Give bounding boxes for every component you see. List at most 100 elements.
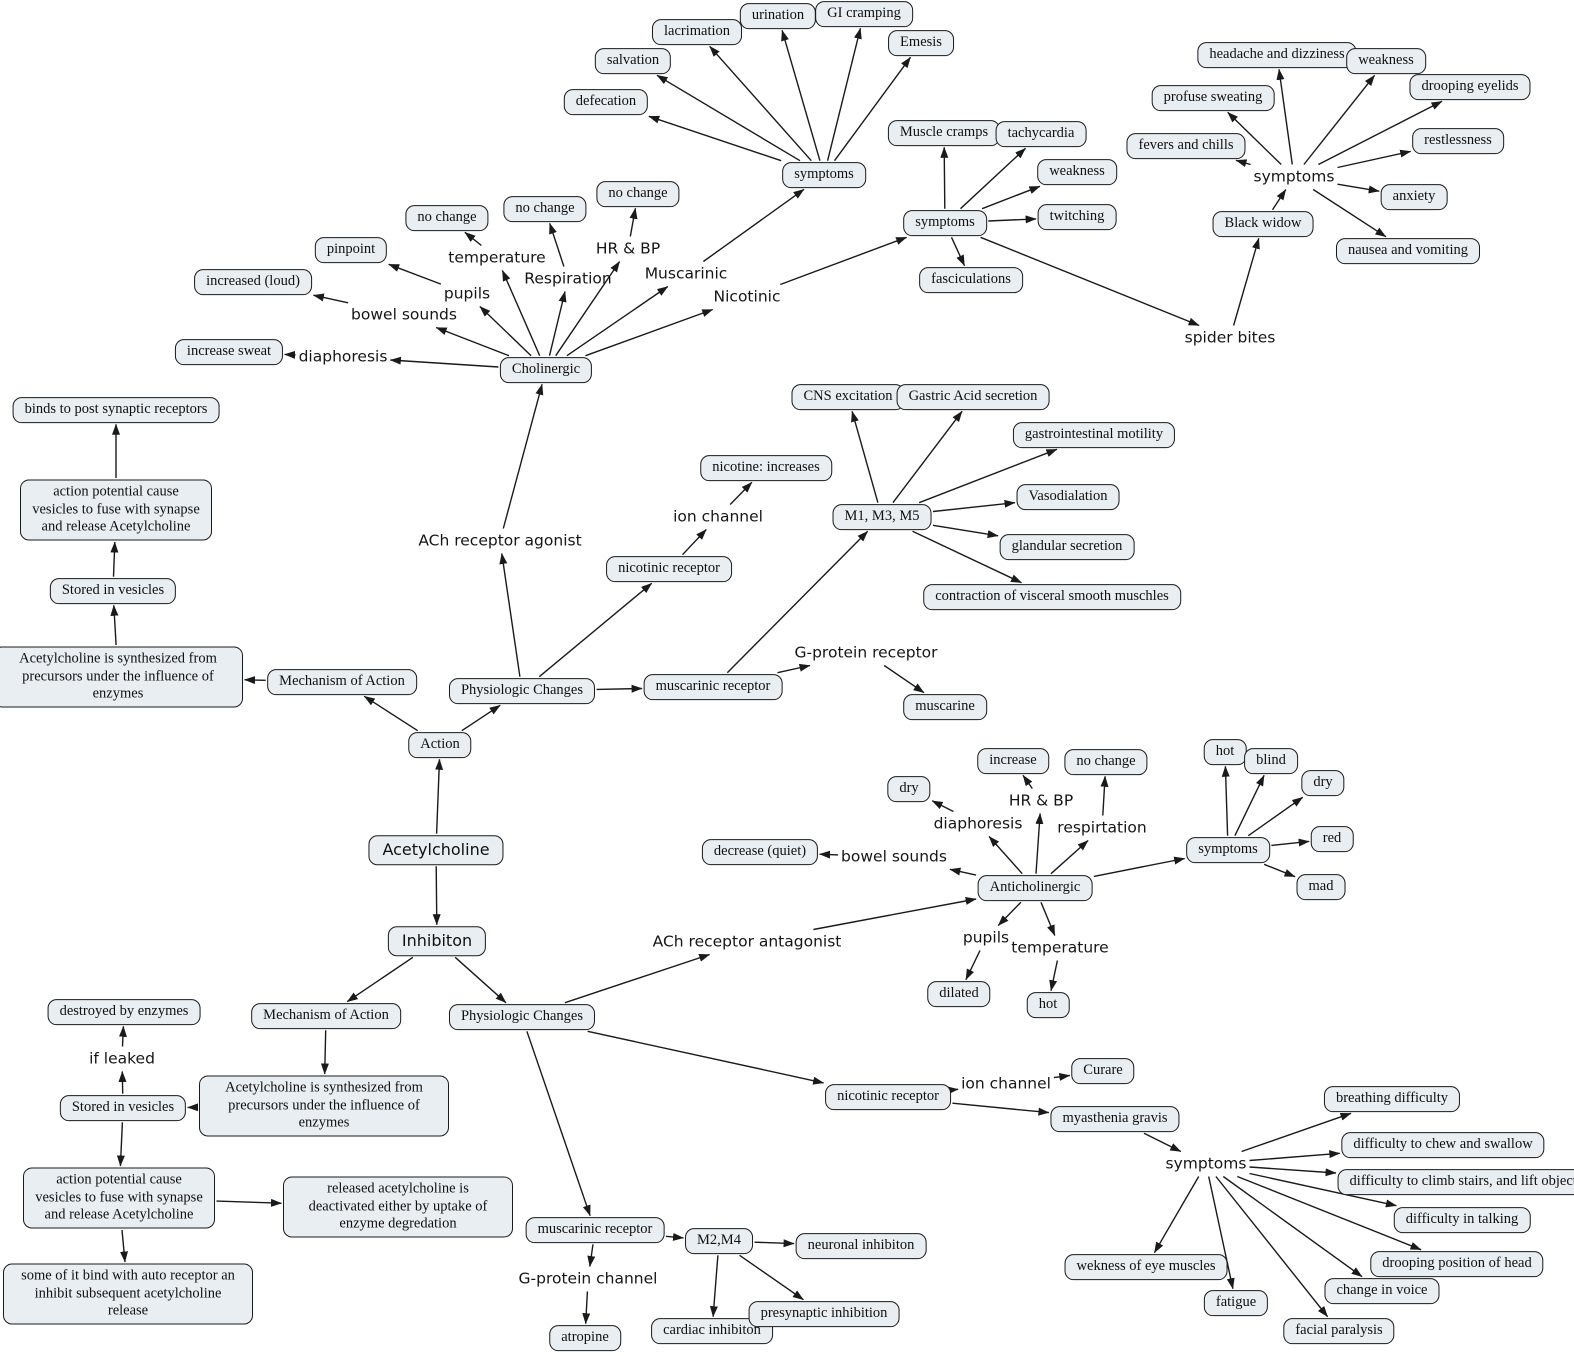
concept-node-restlessness[interactable]: restlessness [1412,128,1504,154]
concept-node-drooping-head[interactable]: drooping position of head [1370,1251,1544,1277]
concept-node-urination[interactable]: urination [739,3,817,29]
concept-node-presynaptic-inhibition[interactable]: presynaptic inhibition [748,1301,900,1327]
concept-node-m1m3m5[interactable]: M1, M3, M5 [832,504,932,530]
concept-node-some-bind[interactable]: some of it bind with auto receptor an in… [3,1263,253,1325]
link-label-lbl-ion-channel-2[interactable]: ion channel [961,1074,1051,1093]
concept-node-stored-vesicles-2[interactable]: Stored in vesicles [59,1095,187,1121]
link-label-lbl-bowel-sounds-1[interactable]: bowel sounds [351,305,457,324]
concept-node-emesis[interactable]: Emesis [888,30,954,56]
concept-node-ach-synth-2[interactable]: Acetylcholine is synthesized from precur… [199,1075,449,1137]
link-label-lbl-diaphoresis-1[interactable]: diaphoresis [298,347,388,366]
concept-node-muscarinic-receptor-1[interactable]: muscarinic receptor [643,674,783,700]
concept-node-symptoms-musc[interactable]: symptoms [782,162,866,188]
link-label-lbl-g-protein-receptor[interactable]: G-protein receptor [794,643,938,662]
concept-node-fasciculations[interactable]: fasciculations [919,267,1023,293]
concept-node-red[interactable]: red [1310,826,1354,852]
link-label-lbl-if-leaked[interactable]: if leaked [89,1049,155,1068]
concept-node-muscarinic-receptor-2[interactable]: muscarinic receptor [525,1217,665,1243]
concept-node-gi-cramping[interactable]: GI cramping [815,1,913,27]
concept-node-ach-synth-1[interactable]: Acetylcholine is synthesized from precur… [0,646,243,708]
link-label-lbl-hrbp-2[interactable]: HR & BP [1008,791,1074,810]
concept-node-no-change-resp[interactable]: no change [503,196,587,222]
concept-node-anxiety[interactable]: anxiety [1380,184,1448,210]
concept-node-black-widow[interactable]: Black widow [1212,211,1314,237]
concept-node-dry-sym[interactable]: dry [1301,770,1345,796]
concept-node-contraction-visceral[interactable]: contraction of visceral smooth muschles [923,584,1181,610]
concept-node-acetylcholine[interactable]: Acetylcholine [368,835,504,865]
concept-node-dilated[interactable]: dilated [927,981,991,1007]
concept-node-cholinergic[interactable]: Cholinergic [499,357,593,383]
link-label-lbl-g-protein-channel[interactable]: G-protein channel [518,1269,658,1288]
concept-node-curare[interactable]: Curare [1071,1058,1135,1084]
link-label-lbl-temperature-2[interactable]: temperature [1011,938,1109,957]
link-label-lbl-symptoms-myg[interactable]: symptoms [1165,1154,1247,1173]
concept-node-hot-temp[interactable]: hot [1026,992,1070,1018]
link-label-lbl-diaphoresis-2[interactable]: diaphoresis [933,814,1023,833]
link-label-lbl-pupils-1[interactable]: pupils [443,284,491,303]
concept-node-symptoms-nic[interactable]: symptoms [903,210,987,236]
concept-node-talking[interactable]: difficulty in talking [1393,1207,1531,1233]
concept-node-headache-dizziness[interactable]: headache and dizziness [1197,42,1357,68]
concept-node-atropine[interactable]: atropine [549,1325,621,1351]
concept-node-breathing-difficulty[interactable]: breathing difficulty [1323,1086,1461,1112]
concept-node-blind[interactable]: blind [1244,748,1298,774]
concept-node-phys-changes-2[interactable]: Physiologic Changes [448,1004,596,1030]
concept-node-change-voice[interactable]: change in voice [1324,1278,1440,1304]
concept-node-myasthenia-gravis[interactable]: myasthenia gravis [1050,1106,1180,1132]
concept-node-phys-changes-1[interactable]: Physiologic Changes [448,678,596,704]
concept-node-weakness-nic[interactable]: weakness [1037,159,1117,185]
concept-node-profuse-sweating[interactable]: profuse sweating [1151,85,1275,111]
concept-node-no-change-resp2[interactable]: no change [1064,749,1148,775]
concept-node-fatigue[interactable]: fatigue [1203,1290,1269,1316]
link-label-lbl-hrbp-1[interactable]: HR & BP [595,239,661,258]
link-label-lbl-temperature-1[interactable]: temperature [448,248,546,267]
concept-node-weakness-bw[interactable]: weakness [1346,48,1426,74]
concept-node-nicotinic-receptor-2[interactable]: nicotinic receptor [825,1084,951,1110]
concept-node-drooping-eyelids[interactable]: drooping eyelids [1409,74,1531,100]
concept-node-salvation[interactable]: salvation [594,48,672,74]
concept-node-muscle-cramps[interactable]: Muscle cramps [887,120,1001,146]
concept-node-neuronal-inhibiton[interactable]: neuronal inhibiton [795,1233,927,1259]
concept-node-lacrimation[interactable]: lacrimation [651,19,743,45]
concept-node-binds-post-synaptic[interactable]: binds to post synaptic receptors [12,397,220,423]
link-label-lbl-bowel-sounds-2[interactable]: bowel sounds [841,847,947,866]
concept-node-no-change-hrbp[interactable]: no change [596,181,680,207]
link-label-lbl-nicotinic[interactable]: Nicotinic [713,287,781,306]
concept-node-action-potential-1[interactable]: action potential cause vesicles to fuse … [20,479,212,541]
concept-node-facial-paralysis[interactable]: facial paralysis [1283,1318,1395,1344]
concept-node-symptoms-anti[interactable]: symptoms [1186,837,1270,863]
concept-node-stored-vesicles-1[interactable]: Stored in vesicles [49,578,177,604]
concept-node-mech-action-2[interactable]: Mechanism of Action [251,1003,401,1029]
concept-node-inhibiton[interactable]: Inhibiton [387,926,487,956]
concept-node-mad[interactable]: mad [1296,874,1346,900]
concept-node-glandular-secretion[interactable]: glandular secretion [999,534,1135,560]
concept-node-dry-diaph[interactable]: dry [887,776,931,802]
concept-node-nicotine-increases[interactable]: nicotine: increases [700,455,832,481]
concept-node-gastric-acid[interactable]: Gastric Acid secretion [896,384,1050,410]
link-label-lbl-respiration[interactable]: Respiration [524,269,612,288]
concept-node-nicotinic-receptor-1[interactable]: nicotinic receptor [606,556,732,582]
concept-node-defecation[interactable]: defecation [563,89,649,115]
link-label-lbl-pupils-2[interactable]: pupils [962,928,1010,947]
concept-node-increase-sweat[interactable]: increase sweat [174,339,284,365]
link-label-lbl-ion-channel-1[interactable]: ion channel [673,507,763,526]
concept-node-fevers-chills[interactable]: fevers and chills [1126,133,1246,159]
link-label-lbl-ach-antagonist[interactable]: ACh receptor antagonist [652,932,842,951]
link-label-lbl-muscarinic[interactable]: Muscarinic [644,264,728,283]
concept-node-chew-swallow[interactable]: difficulty to chew and swallow [1341,1132,1545,1158]
concept-node-pinpoint[interactable]: pinpoint [314,237,388,263]
concept-node-no-change-temp[interactable]: no change [405,205,489,231]
concept-node-increase-hrbp[interactable]: increase [977,748,1049,774]
link-label-lbl-symptoms-bw[interactable]: symptoms [1253,167,1335,186]
link-label-lbl-respirtation[interactable]: respirtation [1057,818,1147,837]
concept-node-destroyed-enzymes[interactable]: destroyed by enzymes [47,999,201,1025]
concept-node-muscarine[interactable]: muscarine [903,694,987,720]
concept-node-wekness-eye[interactable]: wekness of eye muscles [1064,1254,1228,1280]
concept-node-released-deactivated[interactable]: released acetylcholine is deactivated ei… [283,1176,513,1238]
link-label-lbl-ach-agonist[interactable]: ACh receptor agonist [418,531,582,550]
concept-node-action[interactable]: Action [408,732,472,758]
concept-node-m2m4[interactable]: M2,M4 [685,1228,753,1254]
concept-node-nausea-vomiting[interactable]: nausea and vomiting [1335,238,1481,264]
concept-node-hot-sym[interactable]: hot [1203,739,1247,765]
concept-node-climb-stairs[interactable]: difficulty to climb stairs, and lift obj… [1337,1169,1574,1195]
